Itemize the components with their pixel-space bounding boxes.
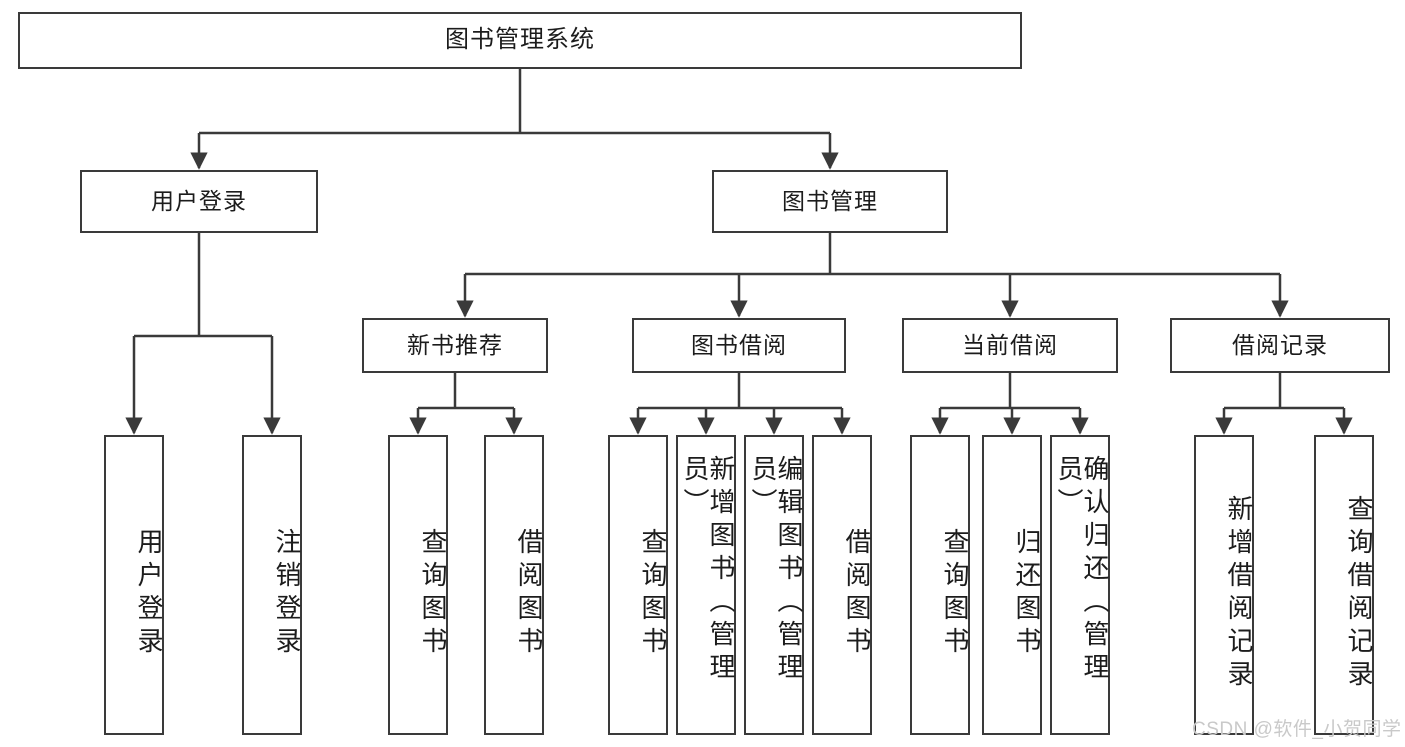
leaf-user-logout[interactable]: 注销登录 <box>242 435 302 735</box>
node-root[interactable]: 图书管理系统 <box>18 12 1022 69</box>
node-borrow-record[interactable]: 借阅记录 <box>1170 318 1390 373</box>
csdn-watermark: CSDN @软件_小贺同学 <box>1192 719 1402 740</box>
leaf-current-query-book-label: 查询图书 <box>940 528 970 660</box>
leaf-newbook-borrow-book[interactable]: 借阅图书 <box>484 435 544 735</box>
node-user-login[interactable]: 用户登录 <box>80 170 318 233</box>
node-book-borrow[interactable]: 图书借阅 <box>632 318 846 373</box>
node-root-label: 图书管理系统 <box>445 26 595 54</box>
leaf-borrow-add-book-label: 新增图书（管理员） <box>680 455 736 686</box>
node-borrow-record-label: 借阅记录 <box>1232 331 1328 358</box>
leaf-current-confirm-return-label: 确认归还（管理员） <box>1054 455 1110 686</box>
leaf-record-add[interactable]: 新增借阅记录 <box>1194 435 1254 735</box>
leaf-current-confirm-return[interactable]: 确认归还（管理员） <box>1050 435 1110 735</box>
leaf-borrow-query-book[interactable]: 查询图书 <box>608 435 668 735</box>
node-user-login-label: 用户登录 <box>151 187 247 214</box>
node-new-book-recommend[interactable]: 新书推荐 <box>362 318 548 373</box>
leaf-borrow-borrow-book-label: 借阅图书 <box>842 528 872 660</box>
node-current-borrow[interactable]: 当前借阅 <box>902 318 1118 373</box>
leaf-user-login[interactable]: 用户登录 <box>104 435 164 735</box>
leaf-user-logout-label: 注销登录 <box>272 528 302 660</box>
node-new-book-recommend-label: 新书推荐 <box>407 331 503 358</box>
leaf-newbook-query-book-label: 查询图书 <box>418 528 448 660</box>
leaf-borrow-query-book-label: 查询图书 <box>638 528 668 660</box>
leaf-borrow-borrow-book[interactable]: 借阅图书 <box>812 435 872 735</box>
node-book-management[interactable]: 图书管理 <box>712 170 948 233</box>
leaf-current-return-book-label: 归还图书 <box>1012 528 1042 660</box>
node-book-borrow-label: 图书借阅 <box>691 331 787 358</box>
node-book-management-label: 图书管理 <box>782 187 878 214</box>
leaf-record-query-label: 查询借阅记录 <box>1344 495 1374 693</box>
leaf-record-add-label: 新增借阅记录 <box>1224 495 1254 693</box>
leaf-borrow-edit-book[interactable]: 编辑图书（管理员） <box>744 435 804 735</box>
leaf-borrow-add-book[interactable]: 新增图书（管理员） <box>676 435 736 735</box>
leaf-user-login-label: 用户登录 <box>134 528 164 660</box>
leaf-newbook-query-book[interactable]: 查询图书 <box>388 435 448 735</box>
leaf-current-return-book[interactable]: 归还图书 <box>982 435 1042 735</box>
leaf-newbook-borrow-book-label: 借阅图书 <box>514 528 544 660</box>
leaf-current-query-book[interactable]: 查询图书 <box>910 435 970 735</box>
leaf-record-query[interactable]: 查询借阅记录 <box>1314 435 1374 735</box>
node-current-borrow-label: 当前借阅 <box>962 331 1058 358</box>
leaf-borrow-edit-book-label: 编辑图书（管理员） <box>748 455 804 686</box>
